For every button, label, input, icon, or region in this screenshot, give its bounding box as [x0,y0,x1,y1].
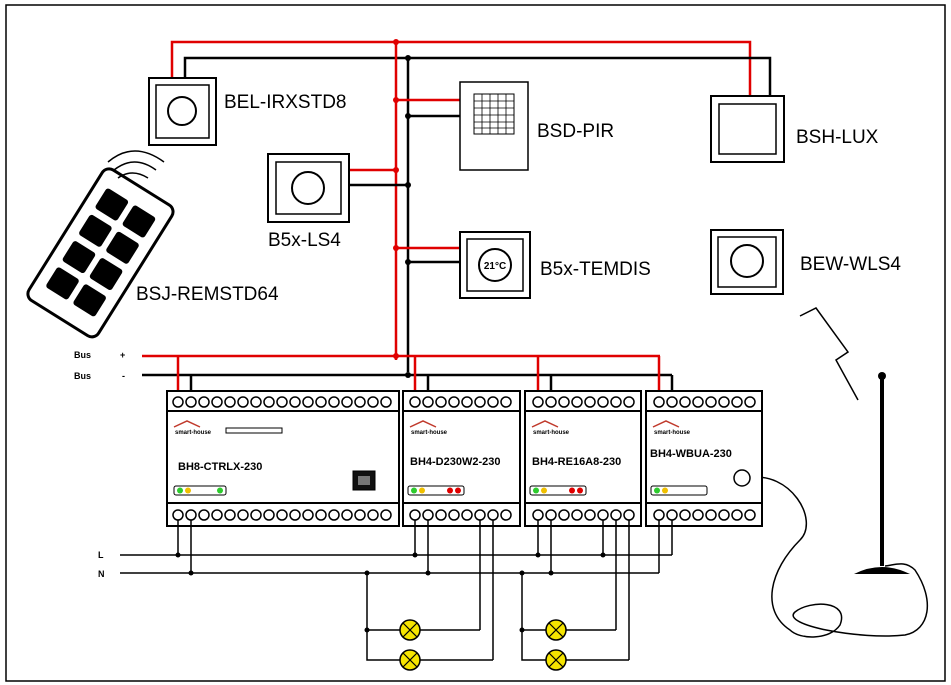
line-n-label: N [98,569,105,579]
bsj-remstd64-label: BSJ-REMSTD64 [136,284,279,305]
module-logo-3: smart-house [533,430,570,436]
module-name-3: BH4-RE16A8-230 [532,456,621,468]
module-bh8-ctrlx [166,390,400,527]
bus-plus-label: Bus [74,350,91,360]
lamp-icon [399,619,421,641]
b5x-temdis-device [459,231,531,299]
logo-roof-2 [409,420,437,428]
bsd-pir-label: BSD-PIR [537,121,614,142]
module-name-1: BH8-CTRLX-230 [178,461,262,473]
logo-roof-1 [173,420,201,428]
logo-roof-4 [652,420,680,428]
bew-wls4-device [710,229,784,295]
b5x-ls4-device [267,153,350,223]
bus-plus-sign: + [120,350,125,360]
bel-irxstd8-label: BEL-IRXSTD8 [224,92,346,113]
module-logo-2: smart-house [411,430,448,436]
line-l-label: L [98,550,104,560]
bus-minus-sign: - [122,371,125,381]
module-bh4-d230w2 [402,390,521,527]
lamp-icon [545,619,567,641]
lamp-icon [399,649,421,671]
module-name-2: BH4-D230W2-230 [410,456,500,468]
temperature-display: 21°C [484,261,506,272]
b5x-ls4-label: B5x-LS4 [268,230,341,251]
bsh-lux-label: BSH-LUX [796,127,879,148]
junction-dots [393,39,411,378]
bus-minus-label: Bus [74,371,91,381]
top-bus-wiring [170,40,772,372]
power-lines [120,520,673,661]
bel-irxstd8-device [148,77,217,146]
antenna-icon [854,372,910,574]
logo-roof-3 [531,420,559,428]
module-bh4-wbua [645,390,763,527]
module-logo-1: smart-house [175,430,212,436]
remote-control-icon [26,150,175,339]
bew-wls4-label: BEW-WLS4 [800,254,901,275]
module-logo-4: smart-house [654,430,691,436]
bsd-pir-device [459,81,529,171]
b5x-temdis-label: B5x-TEMDIS [540,259,651,280]
antenna-cable [747,476,929,638]
module-name-4: BH4-WBUA-230 [650,448,732,460]
lamp-icon [545,649,567,671]
bsh-lux-device [710,95,785,163]
wireless-signal-icon [799,307,859,401]
power-junctions [175,552,606,633]
module-bh4-re16a8 [524,390,642,527]
